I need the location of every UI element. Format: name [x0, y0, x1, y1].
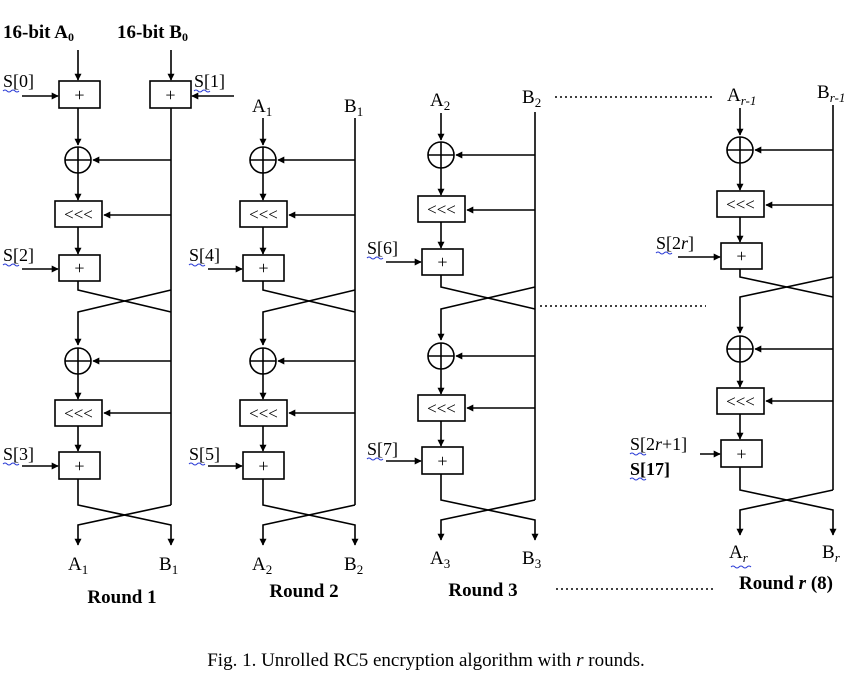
key-label: S[5]: [189, 444, 220, 464]
spell-underline: [193, 89, 211, 93]
rotate-box: [417, 394, 466, 422]
add-symbol: +: [258, 258, 268, 278]
key-label: S[2r]: [656, 233, 694, 253]
output-b-label: B1: [159, 554, 178, 577]
key-label: S[1]: [194, 71, 225, 91]
add-box: [58, 80, 101, 109]
key-label: S[4]: [189, 245, 220, 265]
input-a-label: A1: [252, 96, 272, 119]
output-a-label: A1: [68, 554, 88, 577]
key-label: S[0]: [3, 71, 34, 91]
add-box: [58, 451, 101, 480]
add-symbol: +: [74, 85, 84, 105]
swap-line: [739, 467, 837, 536]
add-box: [421, 248, 464, 276]
add-symbol: +: [437, 252, 447, 272]
rotate-box: [417, 195, 466, 223]
output-b-label: Br: [822, 542, 841, 565]
add-symbol: +: [258, 456, 268, 476]
figure-caption: Fig. 1. Unrolled RC5 encryption algorith…: [207, 650, 645, 671]
round-3-graph: A2 B2 <<< + S[6] <<< + S[7]: [366, 87, 716, 601]
input-a-label: Ar-1: [727, 85, 756, 108]
swap-line: [74, 504, 172, 546]
input-b-label: B2: [522, 87, 541, 110]
output-a-label: A2: [252, 554, 272, 577]
key-label: S[6]: [367, 238, 398, 258]
output-b-label: B2: [344, 554, 363, 577]
spell-underline: [730, 565, 752, 569]
key-label: S[2r+1]: [630, 434, 687, 454]
spell-underline: [2, 462, 20, 466]
swap-line: [77, 479, 175, 546]
swap-line: [74, 289, 172, 346]
rotate-symbol: <<<: [726, 392, 755, 411]
rotate-box: [239, 200, 288, 228]
add-symbol: +: [736, 246, 746, 266]
key-label: S[7]: [367, 439, 398, 459]
swap-line: [440, 275, 536, 310]
round-label: Round 3: [448, 580, 517, 601]
add-box: [58, 254, 101, 282]
swap-line: [736, 276, 834, 334]
rotate-symbol: <<<: [726, 195, 755, 214]
swap-line: [437, 286, 536, 341]
swap-line: [262, 281, 356, 313]
rotate-box: [54, 399, 103, 427]
rotate-symbol: <<<: [427, 200, 456, 219]
rotate-symbol: <<<: [427, 399, 456, 418]
round-1-graph: 16-bit A0 16-bit B0 + + S[0] S[1] <<< + …: [2, 22, 234, 608]
key-label: S[2]: [3, 245, 34, 265]
input-b0-label: 16-bit B0: [117, 22, 188, 44]
add-box: [720, 439, 763, 468]
round-2-graph: A1 B1 <<< + S[4] <<< + S[5]: [188, 96, 363, 602]
output-a-label: A3: [430, 548, 450, 571]
rotate-symbol: <<<: [249, 205, 278, 224]
spell-underline: [655, 251, 673, 255]
rotate-symbol: <<<: [64, 205, 93, 224]
spell-underline: [2, 263, 20, 267]
swap-line: [259, 504, 356, 546]
round-label: Round 2: [269, 581, 338, 602]
input-a0-label: 16-bit A0: [3, 22, 74, 44]
round-r-graph: Ar-1 Br-1 <<< + S[2r] <<< + S[2r+1]: [629, 82, 845, 594]
rotate-symbol: <<<: [249, 404, 278, 423]
add-box: [242, 451, 285, 480]
spell-underline: [629, 477, 647, 481]
output-b-label: B3: [522, 548, 541, 571]
add-symbol: +: [165, 85, 175, 105]
output-a-label: Ar: [729, 542, 749, 565]
add-symbol: +: [74, 456, 84, 476]
swap-line: [77, 281, 172, 313]
round-label: Round 1: [87, 587, 156, 608]
spell-underline: [366, 256, 384, 260]
add-box: [720, 242, 763, 270]
spell-underline: [629, 452, 647, 456]
add-symbol: +: [74, 258, 84, 278]
key-label: S[3]: [3, 444, 34, 464]
swap-line: [262, 479, 359, 546]
swap-line: [739, 269, 834, 298]
swap-line: [259, 289, 356, 346]
add-box: [242, 254, 285, 282]
spell-underline: [188, 462, 206, 466]
swap-line: [440, 474, 539, 541]
swap-line: [736, 489, 834, 536]
spell-underline: [366, 457, 384, 461]
input-a-label: A2: [430, 90, 450, 113]
add-box: [149, 80, 192, 109]
rotate-box: [54, 200, 103, 228]
spell-underline: [2, 89, 20, 93]
rotate-symbol: <<<: [64, 404, 93, 423]
add-box: [421, 446, 464, 475]
add-symbol: +: [736, 444, 746, 464]
spell-underline: [188, 263, 206, 267]
add-symbol: +: [437, 451, 447, 471]
key-label-alt: S[17]: [630, 459, 670, 479]
round-label: Round r (8): [739, 573, 833, 594]
input-b-label: B1: [344, 96, 363, 119]
input-b-label: Br-1: [817, 82, 845, 105]
swap-line: [437, 499, 536, 541]
